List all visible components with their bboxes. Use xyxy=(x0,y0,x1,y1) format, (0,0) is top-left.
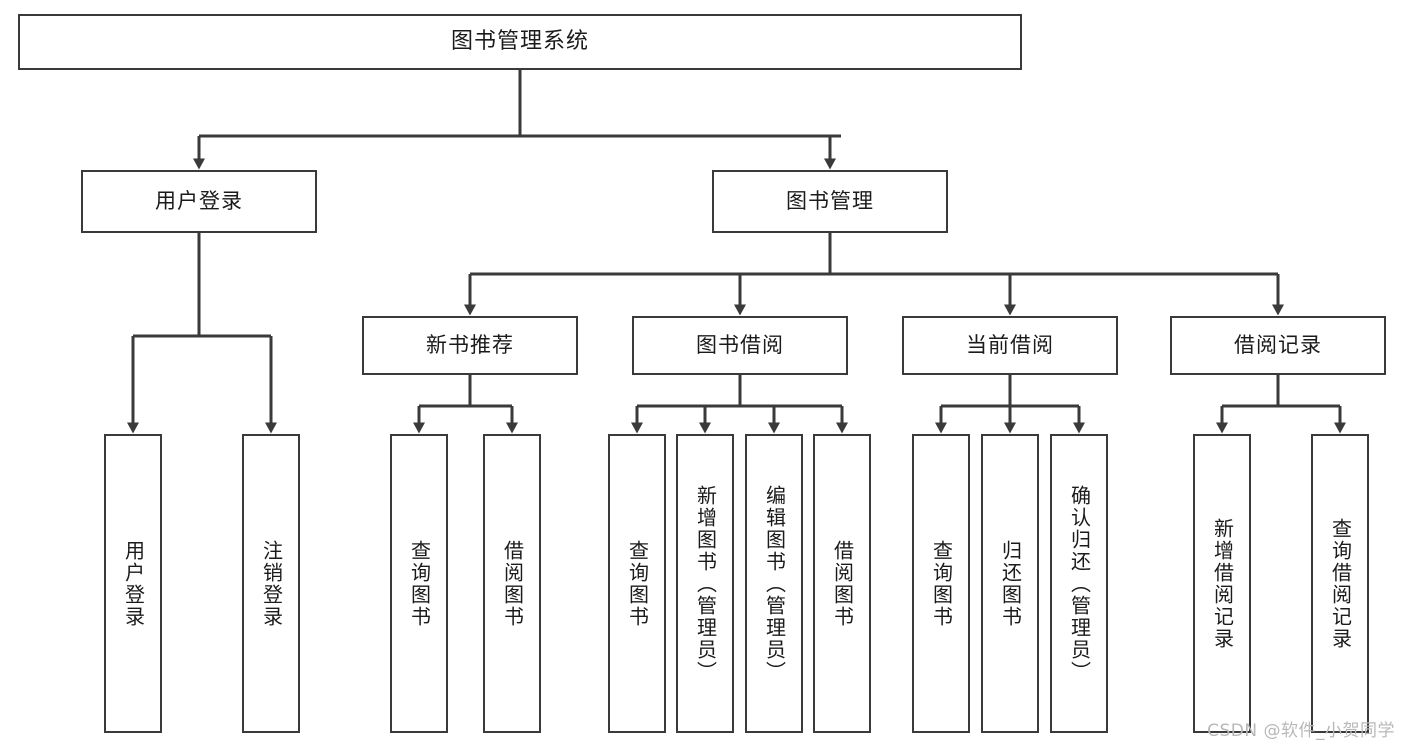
node-label: 图书管理系统 xyxy=(450,28,589,54)
leaf-current-borrow-confirm-return[interactable]: 确认归还（管理员） xyxy=(1050,434,1108,733)
node-label: 归还图书 xyxy=(998,539,1023,628)
node-user-login[interactable]: 用户登录 xyxy=(81,170,317,233)
node-label: 图书管理 xyxy=(786,188,874,213)
leaf-user-login-logout[interactable]: 注销登录 xyxy=(242,434,300,733)
node-label: 当前借阅 xyxy=(966,332,1054,357)
node-new-book-recommend[interactable]: 新书推荐 xyxy=(362,316,578,375)
leaf-borrow-records-add[interactable]: 新增借阅记录 xyxy=(1193,434,1251,733)
leaf-new-book-borrow[interactable]: 借阅图书 xyxy=(483,434,541,733)
leaf-user-login-login[interactable]: 用户登录 xyxy=(104,434,162,733)
node-label: 编辑图书（管理员） xyxy=(762,484,787,683)
node-label: 图书借阅 xyxy=(696,332,784,357)
node-label: 查询图书 xyxy=(407,539,432,628)
node-current-borrow[interactable]: 当前借阅 xyxy=(902,316,1118,375)
node-book-management[interactable]: 图书管理 xyxy=(712,170,948,233)
node-root-book-management-system[interactable]: 图书管理系统 xyxy=(18,14,1022,70)
leaf-book-borrow-edit[interactable]: 编辑图书（管理员） xyxy=(745,434,803,733)
leaf-new-book-query[interactable]: 查询图书 xyxy=(390,434,448,733)
node-label: 借阅图书 xyxy=(830,539,855,628)
node-label: 用户登录 xyxy=(121,539,146,628)
node-borrow-records[interactable]: 借阅记录 xyxy=(1170,316,1386,375)
node-label: 确认归还（管理员） xyxy=(1067,484,1092,683)
node-label: 借阅图书 xyxy=(500,539,525,628)
node-label: 新增借阅记录 xyxy=(1210,517,1235,650)
node-label: 用户登录 xyxy=(155,188,243,213)
node-book-borrow[interactable]: 图书借阅 xyxy=(632,316,848,375)
watermark-text: CSDN @软件_小贺同学 xyxy=(1207,721,1395,741)
leaf-borrow-records-query[interactable]: 查询借阅记录 xyxy=(1311,434,1369,733)
leaf-current-borrow-query[interactable]: 查询图书 xyxy=(912,434,970,733)
node-label: 新书推荐 xyxy=(426,332,514,357)
leaf-current-borrow-return[interactable]: 归还图书 xyxy=(981,434,1039,733)
node-label: 借阅记录 xyxy=(1234,332,1322,357)
node-label: 查询图书 xyxy=(929,539,954,628)
node-label: 查询借阅记录 xyxy=(1328,517,1353,650)
node-label: 新增图书（管理员） xyxy=(693,484,718,683)
node-label: 注销登录 xyxy=(259,539,284,628)
leaf-book-borrow-query[interactable]: 查询图书 xyxy=(608,434,666,733)
leaf-book-borrow-borrow[interactable]: 借阅图书 xyxy=(813,434,871,733)
node-label: 查询图书 xyxy=(625,539,650,628)
leaf-book-borrow-add[interactable]: 新增图书（管理员） xyxy=(676,434,734,733)
